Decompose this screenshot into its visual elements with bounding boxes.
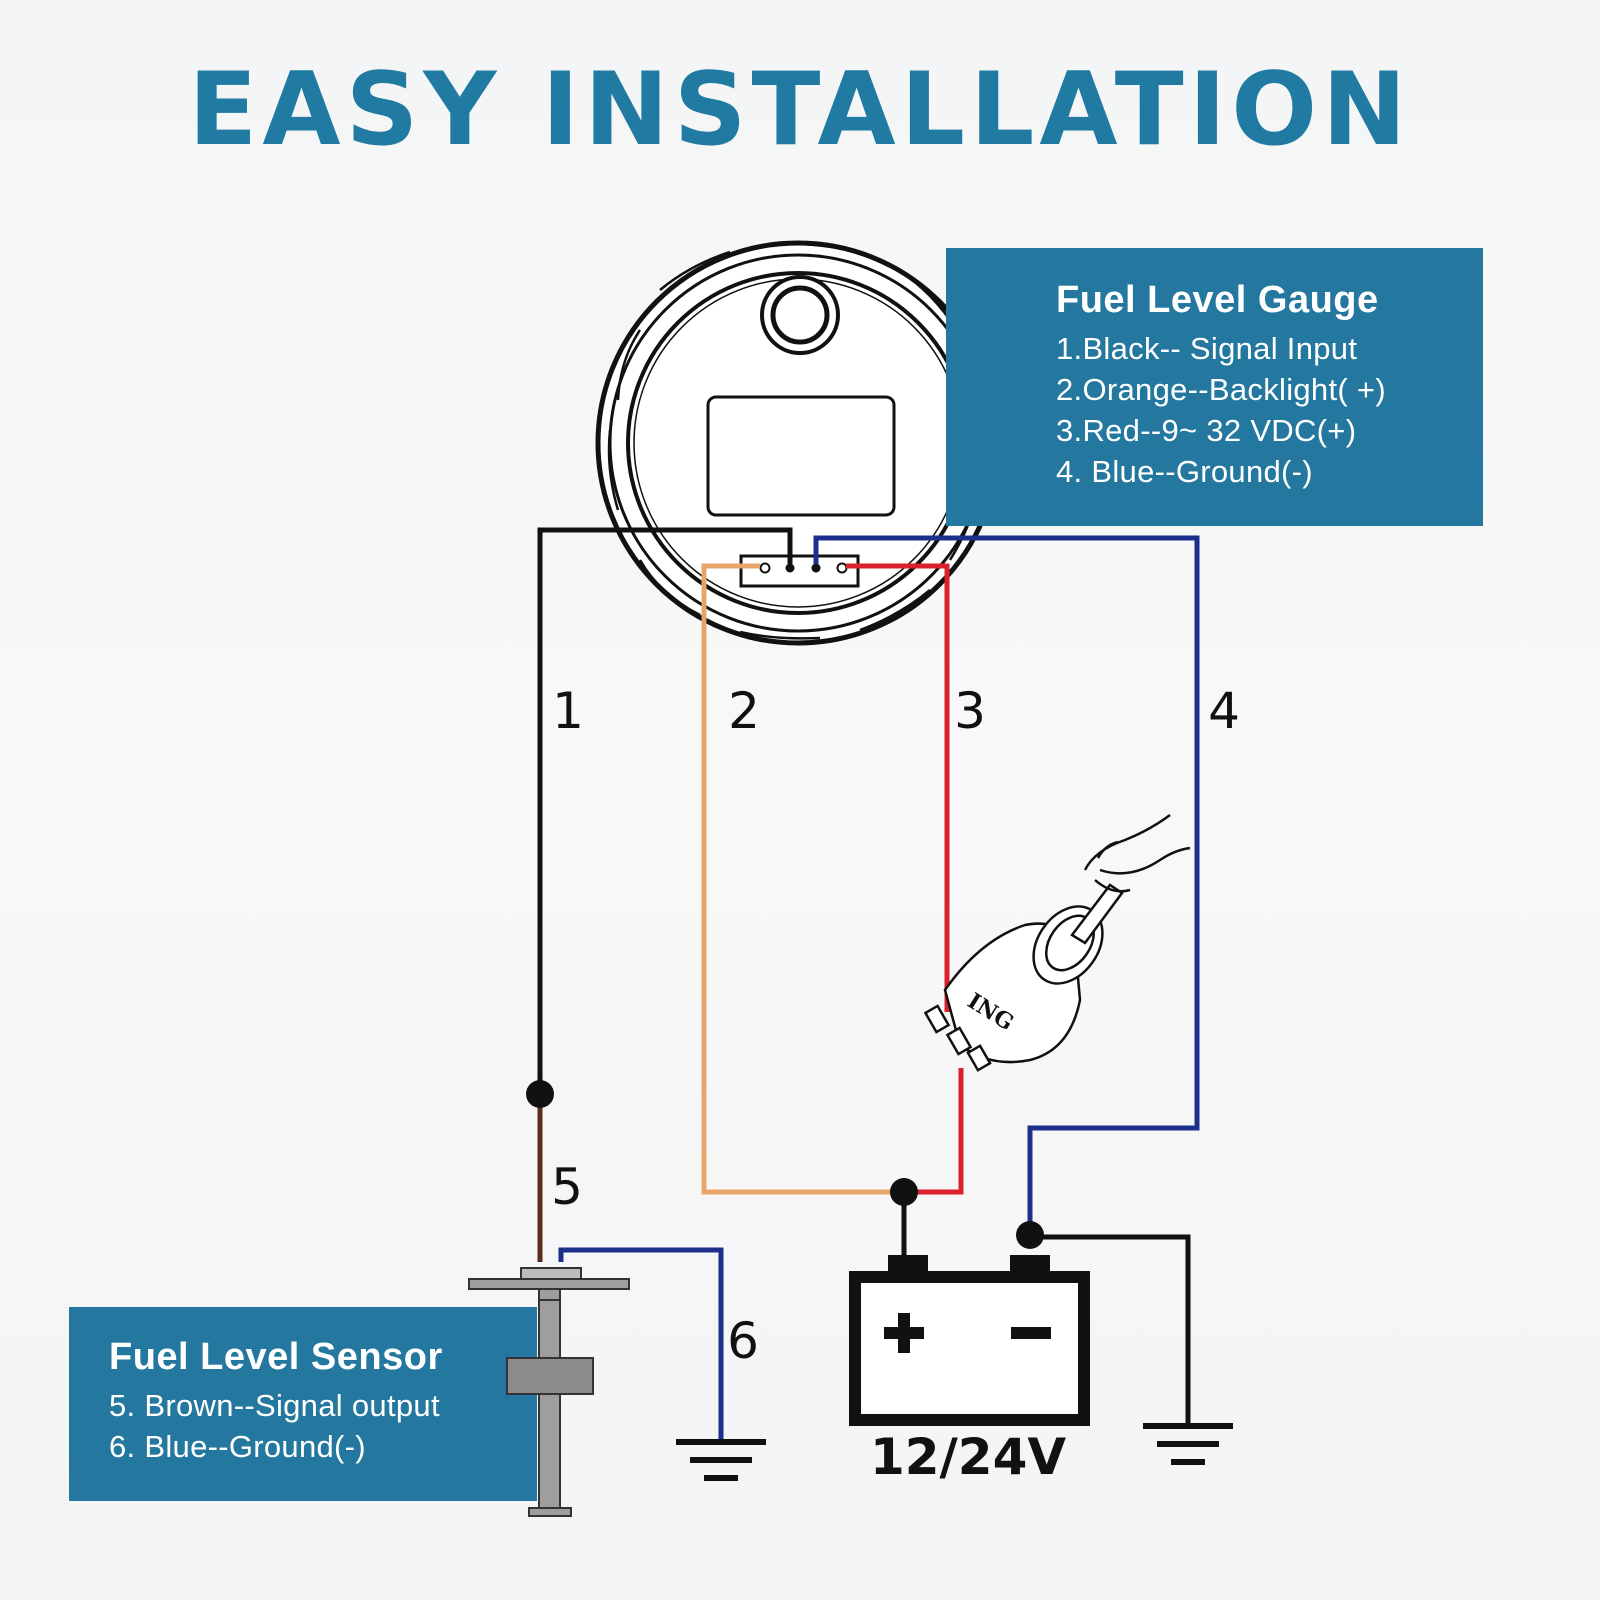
battery-ground-wire bbox=[1030, 1234, 1191, 1423]
ignition-switch-illustration: ING bbox=[923, 813, 1191, 1072]
wire-3-red-upper bbox=[846, 563, 950, 1012]
fuel-level-sensor-panel: Fuel Level Sensor 5. Brown--Signal outpu… bbox=[69, 1307, 537, 1501]
junction-dot-signal bbox=[526, 1080, 554, 1108]
wire-1-black bbox=[537, 527, 793, 1092]
battery-ground-symbol bbox=[1143, 1423, 1233, 1465]
wire-number-6: 6 bbox=[727, 1312, 759, 1370]
battery-illustration: 12/24V bbox=[849, 1255, 1090, 1486]
gauge-wire-1-desc: 1.Black-- Signal Input bbox=[1056, 331, 1358, 366]
gauge-connector bbox=[739, 554, 860, 588]
gauge-panel-title: Fuel Level Gauge bbox=[1056, 279, 1379, 321]
battery-voltage-label: 12/24V bbox=[870, 1428, 1066, 1486]
wire-3-red-lower bbox=[905, 1068, 964, 1195]
wire-number-5: 5 bbox=[551, 1158, 583, 1216]
sensor-wire-6-desc: 6. Blue--Ground(-) bbox=[109, 1429, 366, 1464]
junction-dot-negative bbox=[1016, 1221, 1044, 1249]
gauge-wire-3-desc: 3.Red--9~ 32 VDC(+) bbox=[1056, 413, 1357, 448]
sensor-wire-5-desc: 5. Brown--Signal output bbox=[109, 1388, 440, 1423]
wire-2-orange bbox=[701, 563, 900, 1195]
gauge-wire-2-desc: 2.Orange--Backlight( +) bbox=[1056, 372, 1386, 407]
wire-number-3: 3 bbox=[954, 682, 986, 740]
battery-minus bbox=[1011, 1327, 1051, 1339]
wire-number-4: 4 bbox=[1208, 682, 1240, 740]
battery-plus-v bbox=[898, 1313, 910, 1353]
sensor-panel-title: Fuel Level Sensor bbox=[109, 1336, 443, 1378]
wire-6-blue bbox=[558, 1247, 724, 1440]
wire-number-2: 2 bbox=[728, 682, 760, 740]
fuel-level-gauge-panel: Fuel Level Gauge 1.Black-- Signal Input … bbox=[946, 248, 1483, 526]
wire-4-blue bbox=[813, 535, 1200, 1233]
sensor-ground-symbol bbox=[676, 1439, 766, 1481]
gauge-wire-4-desc: 4. Blue--Ground(-) bbox=[1056, 454, 1313, 489]
page-title: EASY INSTALLATION bbox=[188, 50, 1412, 168]
wire-number-1: 1 bbox=[552, 682, 584, 740]
junction-dot-positive bbox=[890, 1178, 918, 1206]
